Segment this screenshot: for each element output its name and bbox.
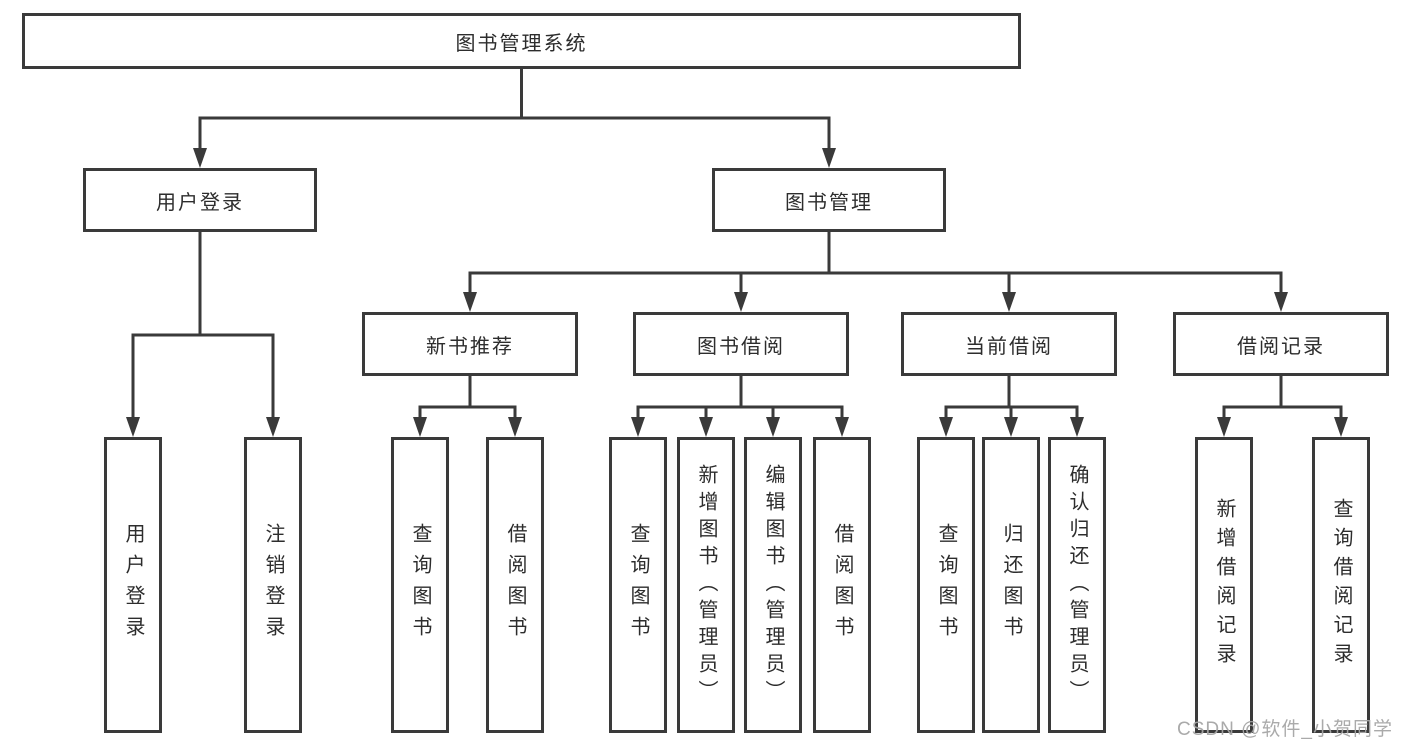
arrow-icon bbox=[939, 417, 953, 437]
node-current-borrow: 当前借阅 bbox=[901, 312, 1117, 376]
arrowheads bbox=[126, 148, 1348, 437]
connector-bookmgmt-to-level3 bbox=[468, 232, 1283, 294]
arrow-icon bbox=[766, 417, 780, 437]
leaf-borrow-books-2: 借阅图书 bbox=[813, 437, 871, 733]
leaf-query-books-2: 查询图书 bbox=[609, 437, 667, 733]
leaf-query-borrow-record: 查询借阅记录 bbox=[1312, 437, 1370, 733]
leaf-logout: 注销登录 bbox=[244, 437, 302, 733]
node-book-management: 图书管理 bbox=[712, 168, 946, 232]
arrow-icon bbox=[822, 148, 836, 168]
connector-paths bbox=[131, 69, 1343, 419]
leaf-borrow-books-1: 借阅图书 bbox=[486, 437, 544, 733]
arrow-icon bbox=[193, 148, 207, 168]
connector-newbook-to-leaves bbox=[418, 376, 517, 419]
arrow-icon bbox=[1274, 292, 1288, 312]
leaf-query-books-3: 查询图书 bbox=[917, 437, 975, 733]
arrow-icon bbox=[508, 417, 522, 437]
connector-current-to-leaves bbox=[944, 376, 1079, 419]
arrow-icon bbox=[1002, 292, 1016, 312]
leaf-edit-books-admin: 编辑图书（管理员） bbox=[744, 437, 802, 733]
leaf-add-borrow-record: 新增借阅记录 bbox=[1195, 437, 1253, 733]
arrow-icon bbox=[1217, 417, 1231, 437]
node-new-book-recommend: 新书推荐 bbox=[362, 312, 578, 376]
arrow-icon bbox=[1004, 417, 1018, 437]
arrow-icon bbox=[835, 417, 849, 437]
node-user-login: 用户登录 bbox=[83, 168, 317, 232]
arrow-icon bbox=[126, 417, 140, 437]
connector-userlogin-to-leaves bbox=[131, 232, 275, 419]
leaf-confirm-return-admin: 确认归还（管理员） bbox=[1048, 437, 1106, 733]
arrow-icon bbox=[1070, 417, 1084, 437]
leaf-return-books: 归还图书 bbox=[982, 437, 1040, 733]
connector-records-to-leaves bbox=[1222, 376, 1343, 419]
arrow-icon bbox=[699, 417, 713, 437]
leaf-query-books-1: 查询图书 bbox=[391, 437, 449, 733]
arrow-icon bbox=[734, 292, 748, 312]
node-root-system: 图书管理系统 bbox=[22, 13, 1021, 69]
leaf-user-login: 用户登录 bbox=[104, 437, 162, 733]
csdn-watermark: CSDN @软件_小贺同学 bbox=[1177, 719, 1393, 740]
arrow-icon bbox=[266, 417, 280, 437]
node-borrow-records: 借阅记录 bbox=[1173, 312, 1389, 376]
arrow-icon bbox=[631, 417, 645, 437]
arrow-icon bbox=[413, 417, 427, 437]
connector-root-to-level2 bbox=[198, 69, 831, 150]
connector-borrow-to-leaves bbox=[636, 376, 844, 419]
arrow-icon bbox=[1334, 417, 1348, 437]
leaf-add-books-admin: 新增图书（管理员） bbox=[677, 437, 735, 733]
arrow-icon bbox=[463, 292, 477, 312]
node-book-borrow: 图书借阅 bbox=[633, 312, 849, 376]
